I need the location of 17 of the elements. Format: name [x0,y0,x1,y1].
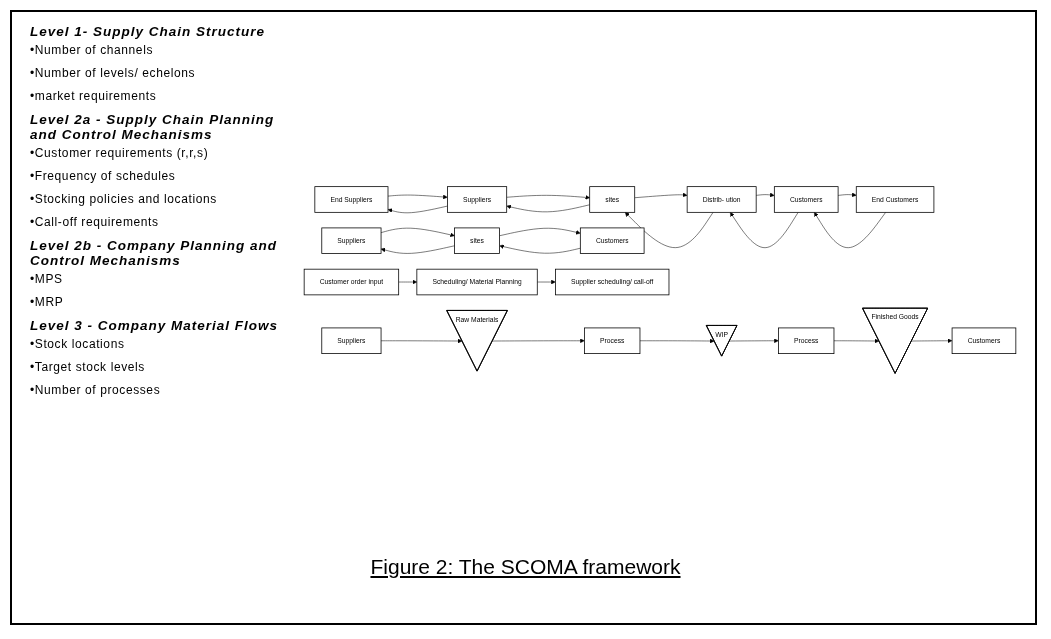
bullet-item: •Number of levels/ echelons [30,66,197,80]
bullet-item: •MPS [30,272,64,286]
bullet-item: •Stocking policies and locations [30,192,218,206]
bullet-item: •Stock locations [30,337,126,351]
bullet-item: •MRP [30,295,65,309]
level-heading: Level 2b - Company Planning and Control Mechanisms [30,238,279,268]
bullet-item: •Number of processes [30,383,162,397]
level-heading: Level 1- Supply Chain Structure [30,24,267,39]
bullet-item: •Customer requirements (r,r,s) [30,146,210,160]
bullet-item: •Target stock levels [30,360,146,374]
bullet-item: •Frequency of schedules [30,169,177,183]
level-heading: Level 2a - Supply Chain Planning and Control Mechanisms [30,112,276,142]
bullet-item: •market requirements [30,89,158,103]
bullet-item: •Number of channels [30,43,154,57]
figure-caption: Figure 2: The SCOMA framework [370,555,681,578]
level-heading: Level 3 - Company Material Flows [30,318,280,333]
bullet-item: •Call-off requirements [30,215,160,229]
